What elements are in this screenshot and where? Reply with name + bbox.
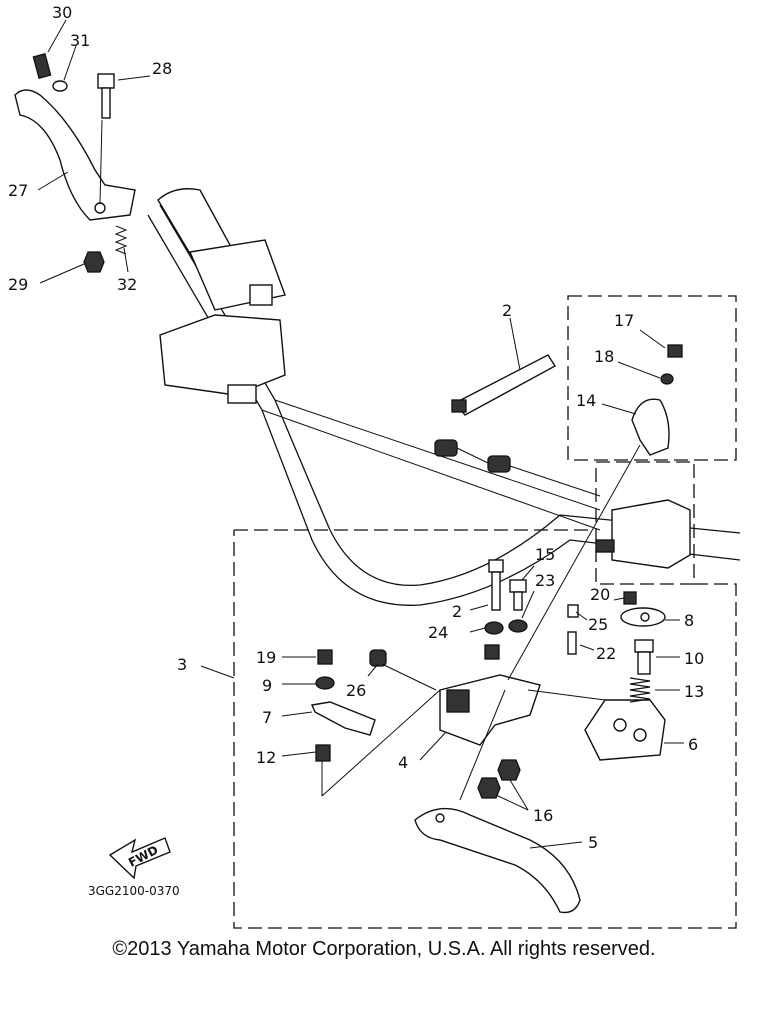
diagram-code: 3GG2100-0370 [88, 884, 180, 898]
part-31-washer [52, 80, 68, 92]
part-29-nut [83, 251, 105, 273]
part-26-cap [369, 649, 387, 667]
label-20: 20 [590, 585, 610, 604]
label-13: 13 [684, 682, 704, 701]
part-22-pin [567, 631, 577, 655]
part-8-plate [620, 607, 666, 627]
part-10-plunger [634, 639, 654, 675]
left-grip [157, 188, 286, 404]
label-29: 29 [8, 275, 28, 294]
part-7-bracket [311, 701, 376, 736]
label-32: 32 [117, 275, 137, 294]
label-16: 16 [533, 806, 553, 825]
label-19: 19 [256, 648, 276, 667]
label-17: 17 [614, 311, 634, 330]
part-14-clamp [631, 398, 670, 456]
part-28-bolt [97, 73, 115, 119]
label-10: 10 [684, 649, 704, 668]
label-27: 27 [8, 181, 28, 200]
label-15: 15 [535, 545, 555, 564]
part-spacer [484, 644, 500, 660]
part-27-lever [14, 89, 136, 221]
label-24: 24 [428, 623, 448, 642]
label-14: 14 [576, 391, 596, 410]
label-31: 31 [70, 31, 90, 50]
label-5: 5 [588, 833, 598, 852]
part-2-cable-tie [451, 354, 556, 416]
label-3: 3 [177, 655, 187, 674]
part-12-screw [315, 744, 331, 762]
part-2-bolt [488, 559, 504, 611]
part-labels: 30 31 28 27 29 32 2 17 18 14 15 23 2 24 … [8, 3, 704, 898]
label-30: 30 [52, 3, 72, 22]
part-6-switch-body [584, 699, 666, 761]
label-23: 23 [535, 571, 555, 590]
copyright-notice: ©2013 Yamaha Motor Corporation, U.S.A. A… [112, 938, 656, 960]
label-25: 25 [588, 615, 608, 634]
detail-box-clamp [567, 295, 737, 461]
detail-box-main [233, 529, 737, 929]
fwd-arrow: FWD [108, 837, 171, 880]
cable-connector [434, 439, 601, 497]
label-9: 9 [262, 676, 272, 695]
part-13-spring [629, 677, 651, 703]
label-18: 18 [594, 347, 614, 366]
label-2-tie: 2 [502, 301, 512, 320]
label-22: 22 [596, 644, 616, 663]
part-5-lever [414, 807, 581, 914]
label-8: 8 [684, 611, 694, 630]
part-32-spring [114, 225, 128, 255]
label-7: 7 [262, 708, 272, 727]
part-19-screw [317, 649, 333, 665]
part-15-bolt [509, 579, 527, 611]
label-28: 28 [152, 59, 172, 78]
part-16-nut [477, 759, 521, 799]
part-20-screw [623, 591, 637, 605]
part-4-bracket [439, 674, 541, 746]
part-9-washer [315, 676, 335, 690]
part-30-bolt [32, 53, 52, 79]
detail-box-switch [595, 461, 695, 585]
label-6: 6 [688, 735, 698, 754]
label-4: 4 [398, 753, 408, 772]
right-switch-housing [595, 499, 691, 569]
label-2-bolt: 2 [452, 602, 462, 621]
part-18-washer [660, 373, 674, 385]
part-25-pin [567, 604, 579, 618]
leader-lines [37, 19, 684, 849]
part-17-screw [667, 344, 683, 358]
part-24-washer [484, 621, 504, 635]
label-12: 12 [256, 748, 276, 767]
part-23-washer [508, 619, 528, 633]
label-26: 26 [346, 681, 366, 700]
